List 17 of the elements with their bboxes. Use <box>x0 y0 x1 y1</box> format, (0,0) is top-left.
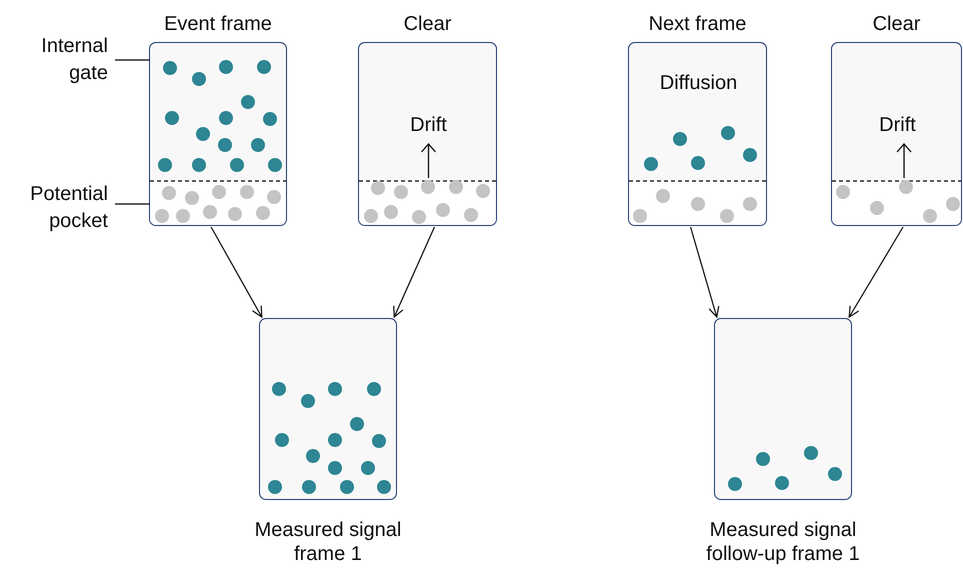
frame-title: Measured signal frame 1 <box>254 518 402 566</box>
arrow <box>690 226 720 318</box>
arrow <box>393 226 435 318</box>
leader-line <box>115 59 150 61</box>
annotation-label: Potential pocket <box>29 182 108 234</box>
process-label: Drift <box>878 113 917 137</box>
annotation-label: Internal gate <box>40 34 108 86</box>
frame-title: Clear <box>402 12 452 36</box>
leader-line <box>115 203 150 205</box>
process-label: Drift <box>409 113 448 137</box>
frame-title: Event frame <box>163 12 273 36</box>
frame-title: Clear <box>872 12 922 36</box>
frame-title: Measured signal follow-up frame 1 <box>705 518 861 566</box>
process-label: Diffusion <box>658 71 738 95</box>
arrow <box>210 226 262 318</box>
arrow <box>848 226 904 318</box>
frame-title: Next frame <box>648 12 748 36</box>
